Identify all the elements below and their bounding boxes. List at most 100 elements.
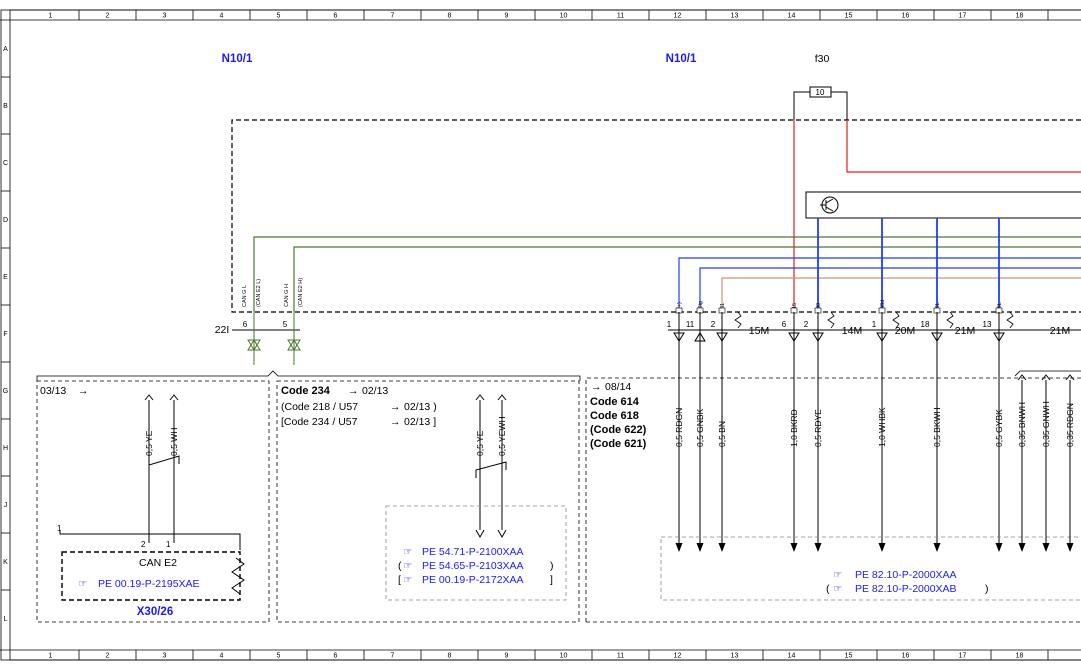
panel3-refs: ☞PE 82.10-P-2000XAA(☞PE 82.10-P-2000XAB) [826, 569, 989, 595]
svg-text:0,5 RDGN: 0,5 RDGN [674, 408, 684, 447]
ruler-col-4: 4 [220, 13, 224, 20]
can-e2-label: CAN E2 [139, 557, 177, 569]
ruler-row-H: H [3, 445, 8, 452]
svg-text:☞: ☞ [833, 569, 842, 581]
panel3-wire-4: 0,5 RDYE [813, 409, 823, 552]
section-divider [36, 370, 1081, 381]
panel3-wire-1: 0,5 GNBK [695, 408, 705, 552]
panel3-ref-link-1[interactable]: PE 82.10-P-2000XAB [855, 583, 957, 595]
svg-text:☞: ☞ [403, 546, 412, 558]
svg-text:2: 2 [711, 320, 716, 329]
squiggle-mark [734, 311, 742, 329]
pin-arrow-mark [876, 332, 888, 342]
svg-text:02/13: 02/13 [362, 385, 388, 397]
svg-text:5: 5 [283, 320, 288, 329]
panel-1: 03/13 → 0,5 YE 0,5 WH 1 2 1 CAN E2 ☞ PE … [36, 380, 270, 623]
panel3-code-0: Code 614 [590, 396, 640, 408]
svg-text:): ) [985, 583, 989, 595]
svg-text:18: 18 [921, 320, 930, 329]
svg-text:0,5 RDYE: 0,5 RDYE [813, 409, 823, 447]
svg-text:☞: ☞ [403, 574, 412, 586]
connector-group-2: 20M [895, 325, 915, 337]
panel1-wire-wh: 0,5 WH [169, 428, 179, 456]
transistor-box [805, 191, 1081, 219]
ruler-frame [0, 9, 1081, 661]
svg-text:13: 13 [983, 320, 992, 329]
panel1-wire-ye: 0,5 YE [144, 430, 154, 456]
svg-text:6: 6 [782, 320, 787, 329]
svg-text:31: 31 [720, 303, 726, 309]
svg-text:→: → [390, 401, 401, 413]
svg-text:(+): (+) [677, 302, 683, 309]
ruler-col-9: 9 [505, 653, 509, 660]
fuse-label: f30 [815, 53, 830, 65]
ruler-row-D: D [3, 217, 8, 224]
panel3-wire-2: 0,5 BN [717, 421, 727, 552]
svg-text:CAN G H: CAN G H [284, 284, 290, 307]
svg-text:Sig: Sig [698, 301, 704, 309]
ruler-row-L: L [4, 616, 8, 623]
svg-text:SL: SL [997, 302, 1003, 309]
ruler-row-F: F [3, 331, 7, 338]
svg-text:→: → [348, 385, 359, 397]
internal-wires [253, 120, 1081, 312]
ruler-col-17: 17 [959, 13, 967, 20]
svg-text:1,0 WHBK: 1,0 WHBK [877, 407, 887, 447]
pin-arrow-mark-up [694, 332, 706, 342]
panel2-ref-1: (☞PE 54.65-P-2103XAA) [398, 560, 554, 572]
ruler-col-3: 3 [163, 653, 167, 660]
right-pin-0: 1 (+) [667, 302, 683, 543]
panel3-wire-9: 0,35 GNWH [1041, 374, 1051, 552]
ruler-col-12: 12 [674, 653, 682, 660]
panel3-wire-10: 0,35 RDGN [1065, 374, 1075, 552]
svg-text:☞: ☞ [78, 578, 87, 590]
pin-arrow-mark [716, 332, 728, 342]
pin-arrow-mark [931, 332, 943, 342]
connector-group-3: 21M [955, 325, 975, 337]
connector-group-1: 14M [842, 325, 862, 337]
ruler-col-8: 8 [448, 653, 452, 660]
left-module-title: N10/1 [222, 53, 253, 65]
panel1-ref-link[interactable]: PE 00.19-P-2195XAE [98, 578, 200, 590]
pin-arrow-mark [788, 332, 800, 342]
fuse-number: 10 [816, 88, 825, 97]
ruler-col-7: 7 [391, 653, 395, 660]
svg-text:1: 1 [872, 320, 877, 329]
panel2-ref-box [385, 505, 567, 601]
panel3-ref-link-0[interactable]: PE 82.10-P-2000XAA [855, 569, 957, 581]
svg-text:08/14: 08/14 [605, 381, 631, 393]
red-supply-wire [846, 120, 1081, 173]
left-pin-5: 5 CAN G H (CAN E2 H) [283, 278, 304, 329]
panel-2: Code 234 → 02/13 (Code 218 / U57 → 02/13… [276, 380, 580, 623]
svg-text:0,35 GNWH: 0,35 GNWH [1041, 401, 1051, 447]
blue-wire-2 [699, 267, 1081, 312]
svg-text:[Code 234 / U57: [Code 234 / U57 [281, 416, 358, 428]
ruler-col-2: 2 [106, 653, 110, 660]
panel2-ref-0: ☞ PE 54.71-P-2100XAA [403, 546, 524, 558]
panel2-ref-link-2[interactable]: PE 00.19-P-2172XAA [422, 574, 524, 586]
svg-text:1: 1 [667, 320, 672, 329]
svg-text:0,5 GYBK: 0,5 GYBK [994, 409, 1004, 447]
svg-text:0,5 BN: 0,5 BN [717, 421, 727, 447]
panel3-ref-box [660, 536, 1081, 601]
ruler-col-14: 14 [788, 653, 796, 660]
panel3-code-1: Code 618 [590, 410, 639, 422]
ruler-col-5: 5 [277, 653, 281, 660]
ground-label-22i: 22I [215, 324, 230, 336]
ruler-col-10: 10 [560, 653, 568, 660]
panel2-ref-link-0[interactable]: PE 54.71-P-2100XAA [422, 546, 524, 558]
pin-arrow-mark [673, 332, 685, 342]
panel3-wire-3: 1,0 BKRD [789, 409, 799, 552]
ruler-columns: 1122334455667788991010111112121313141415… [49, 10, 1049, 660]
ruler-col-15: 15 [845, 13, 853, 20]
panel2-ref-link-1[interactable]: PE 54.65-P-2103XAA [422, 560, 524, 572]
blue-wire-1 [678, 257, 1081, 312]
svg-text:1: 1 [57, 524, 62, 533]
svg-text:0,35 RDGN: 0,35 RDGN [1065, 403, 1075, 447]
